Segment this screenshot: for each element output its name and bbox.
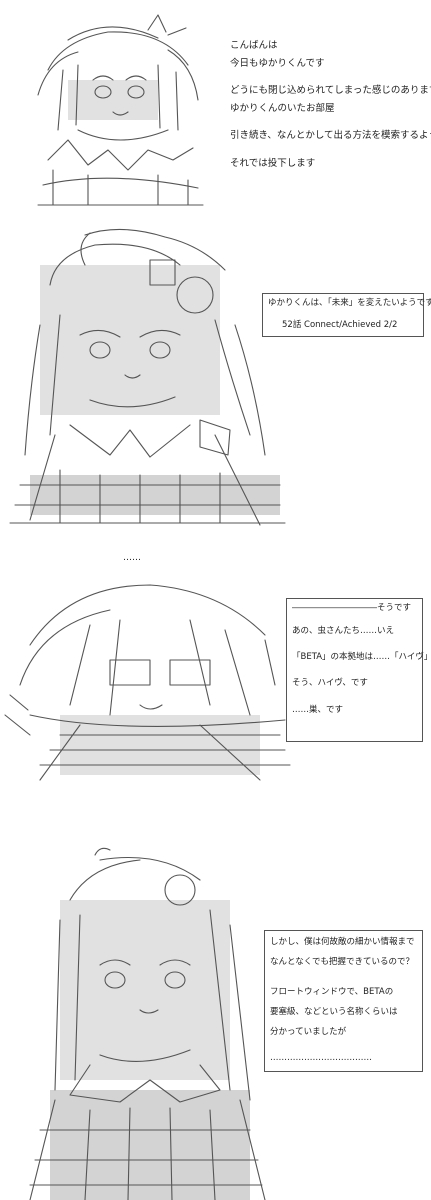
character-illustration-thinking-girl [29,847,266,1200]
panel3-ellipsis: …… [123,553,141,563]
question-dialogue-box [264,930,423,1072]
intro-line-3: どうにも閉じ込められてしまった感じのあります [230,85,431,96]
character-illustration-cap-girl [37,14,204,206]
intro-line-1: こんばんは [230,40,278,51]
hive-dialogue-box [286,598,423,742]
panel-title: ゆかりくんは、「未来」を変えたいようです 52話 Connect/Achieve… [0,225,431,530]
question-line-1: しかし、僕は何故敵の細かい情報まで [270,937,415,947]
hive-line-4: そう、ハイヴ、です [292,678,368,688]
chapter-label: 52話 Connect/Achieved 2/2 [282,320,398,330]
title-box-line-1: ゆかりくんは、「未来」を変えたいようです [268,298,431,308]
intro-line-6: それでは投下します [230,158,316,169]
panel-intro: こんばんは 今日もゆかりくんです どうにも閉じ込められてしまった感じのあります … [0,0,431,225]
character-illustration-hair-bun-girl [9,228,286,526]
question-line-5: 分かっていましたが [270,1027,347,1037]
question-line-2: なんとなくでも把握できているので？ [270,957,414,967]
question-line-4: 要塞級、などという名称くらいは [270,1007,398,1017]
title-dialogue-box [262,293,424,337]
question-line-6: ……………………………… [270,1053,372,1063]
question-line-3: フロートウィンドウで、BETAの [270,987,394,997]
character-illustration-lowered-head [4,584,291,781]
hive-line-3: 「BETA」の本拠地は……「ハイヴ」 [292,652,431,662]
panel-question: しかし、僕は何故敵の細かい情報まで なんとなくでも把握できているので？ フロート… [0,800,431,1200]
intro-line-5: 引き続き、なんとかして出る方法を模索するようです [230,130,431,141]
hive-line-1: ――――――――――そうです [292,603,412,613]
panel-hive: …… ――――――――――そうです あの、虫さんたち……いえ 「BETA」の本拠… [0,530,431,800]
hive-line-2: あの、虫さんたち……いえ [292,626,395,636]
hive-line-5: ……巣、です [292,705,344,715]
intro-line-4: ゆかりくんのいたお部屋 [230,103,335,114]
intro-line-2: 今日もゆかりくんです [230,58,325,69]
